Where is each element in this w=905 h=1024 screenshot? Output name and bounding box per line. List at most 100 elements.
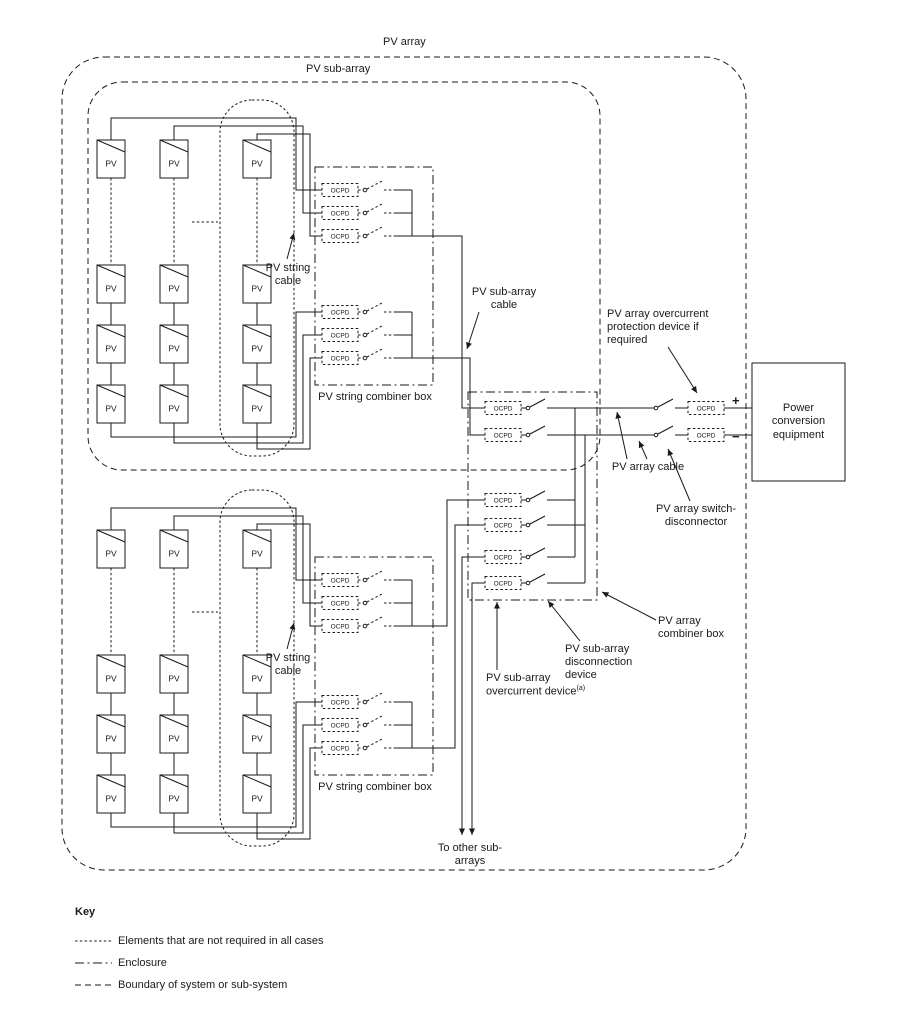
switch-contact <box>362 309 368 315</box>
pv-module-label: PV <box>105 734 117 744</box>
pv-module-symbol <box>96 529 126 543</box>
pv-array-boundary <box>61 56 747 871</box>
pv-module-symbol <box>159 654 189 668</box>
wire <box>110 117 322 191</box>
ocpd-label: OCPD <box>331 234 350 241</box>
switch-contact <box>653 405 659 411</box>
pv-sub-array-overcurrent-text: PV sub-array overcurrent device <box>486 672 577 698</box>
wire <box>412 235 485 409</box>
ocpd-label: OCPD <box>331 211 350 218</box>
pv-sub-array-boundary <box>87 81 601 471</box>
pv-module-symbol <box>159 139 189 153</box>
ocpd-label: OCPD <box>331 578 350 585</box>
pv-module-label: PV <box>105 549 117 559</box>
switch-contact <box>653 432 659 438</box>
ocpd-label: OCPD <box>331 723 350 730</box>
pv-module-label: PV <box>251 284 263 294</box>
pv-module-symbol <box>242 324 272 338</box>
pv-module-symbol <box>96 384 126 398</box>
ocpd-label: OCPD <box>331 624 350 631</box>
key-item-optional: Elements that are not required in all ca… <box>118 935 324 947</box>
ocpd-label: OCPD <box>331 188 350 195</box>
switch-contact <box>525 522 531 528</box>
ocpd-box <box>321 206 359 220</box>
pv-string-combiner-box-2-enclosure <box>314 556 434 776</box>
key-title: Key <box>75 906 96 918</box>
wire <box>256 357 322 450</box>
pv-module-symbol <box>96 774 126 788</box>
power-conversion-equipment-text: Power conversion equipment <box>771 402 826 441</box>
switch-contact <box>362 600 368 606</box>
arrow-pv-array-cable-plus <box>615 411 628 460</box>
ocpd-label: OCPD <box>331 333 350 340</box>
pv-module-symbol <box>96 714 126 728</box>
pv-array-combiner-box-enclosure <box>467 391 598 601</box>
wire <box>412 499 485 627</box>
pv-module-label: PV <box>168 549 180 559</box>
wire <box>256 523 322 627</box>
minus-terminal-label: − <box>732 429 740 444</box>
pv-module-label: PV <box>105 674 117 684</box>
wire <box>412 524 485 749</box>
pv-module-label: PV <box>251 159 263 169</box>
power-conversion-equipment-box <box>751 362 846 482</box>
pv-module-label: PV <box>251 794 263 804</box>
pv-module-symbol <box>96 654 126 668</box>
pv-module-symbol <box>159 384 189 398</box>
switch-contact <box>362 623 368 629</box>
switch-blade <box>529 573 546 583</box>
pv-module-label: PV <box>251 344 263 354</box>
to-other-sub-arrays-cable-2 <box>469 582 485 835</box>
switch-contact <box>362 699 368 705</box>
switch-contact <box>362 577 368 583</box>
ocpd-box <box>321 183 359 197</box>
wire <box>173 724 322 834</box>
switch-blade <box>529 515 546 525</box>
pv-module-label: PV <box>105 344 117 354</box>
ocpd-label: OCPD <box>494 555 513 562</box>
switch-blade <box>366 570 383 580</box>
switch-contact <box>525 580 531 586</box>
pv-module-symbol <box>159 529 189 543</box>
switch-contact <box>525 554 531 560</box>
pv-module-label: PV <box>105 159 117 169</box>
pv-module-symbol <box>96 324 126 338</box>
pv-string-combiner-box-label-1: PV string combiner box <box>318 391 432 403</box>
pv-module-symbol <box>96 139 126 153</box>
pv-module-label: PV <box>105 794 117 804</box>
pv-module-symbol <box>96 264 126 278</box>
annotation-arrows <box>286 232 698 670</box>
pv-module-symbol <box>159 714 189 728</box>
pv-module-symbol <box>242 774 272 788</box>
footnote-a: (a) <box>576 685 586 693</box>
pv-module-label: PV <box>168 404 180 414</box>
pv-module-symbol <box>159 774 189 788</box>
switch-blade <box>366 738 383 748</box>
ocpd-label: OCPD <box>494 523 513 530</box>
pv-module-symbol <box>159 264 189 278</box>
pv-array-switch-disconnector-label: PV array switch-disconnector <box>655 503 737 529</box>
switch-blade <box>657 425 674 435</box>
wiring <box>110 117 752 840</box>
ocpd-box <box>484 518 522 532</box>
switch-contact <box>362 233 368 239</box>
switch-contact <box>362 210 368 216</box>
pv-string-cable-label-1: PV string cable <box>265 262 311 288</box>
arrow-pv-string-cable-2 <box>286 622 296 650</box>
to-other-sub-arrays-cable-1 <box>459 556 485 835</box>
arrow-pv-array-cable-minus <box>638 440 648 460</box>
wire <box>110 507 322 581</box>
pv-module-symbol <box>242 529 272 543</box>
switch-contact <box>525 497 531 503</box>
ocpd-box <box>484 493 522 507</box>
pv-array-overcurrent-label: PV array overcurrent protection device i… <box>607 308 709 347</box>
pv-module-label: PV <box>168 159 180 169</box>
pv-sub-array-overcurrent-label: PV sub-array overcurrent device(a) <box>486 672 592 699</box>
ocpd-box <box>321 741 359 755</box>
arrow-pv-sub-array-cable <box>466 311 480 350</box>
pv-module-symbol <box>242 714 272 728</box>
pv-string-combiner-box-label-2: PV string combiner box <box>318 781 432 793</box>
pv-module-label: PV <box>168 794 180 804</box>
